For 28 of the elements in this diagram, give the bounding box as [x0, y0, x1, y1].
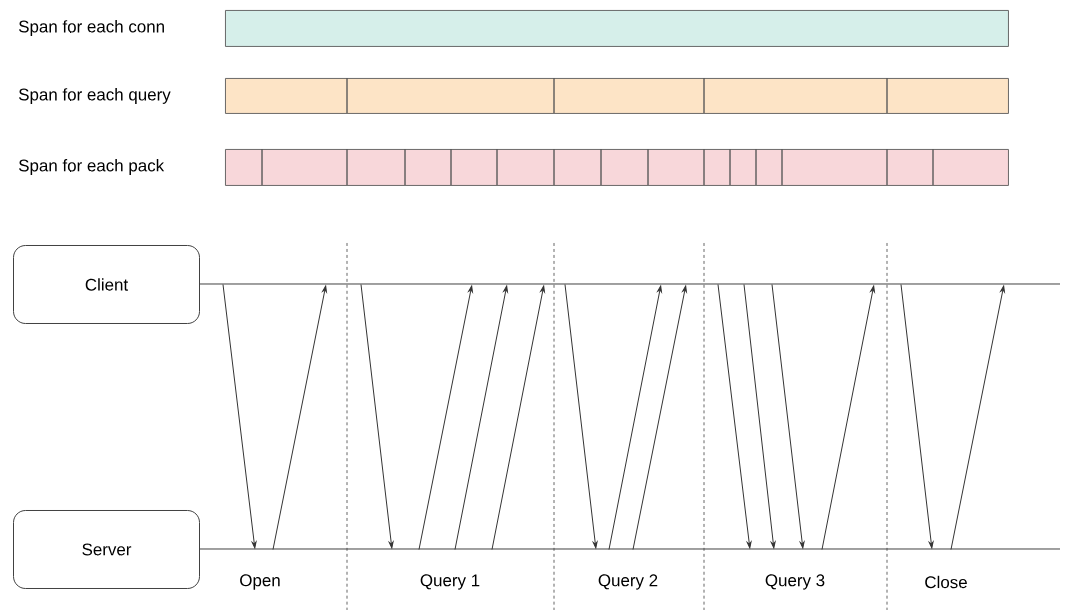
message-arrow: [821, 285, 875, 550]
message-arrow: [222, 284, 257, 549]
message-arrow: [717, 284, 752, 549]
message-arrow: [272, 285, 327, 550]
message-arrow: [900, 284, 934, 549]
message-arrow: [360, 284, 394, 549]
span-bar: [225, 148, 1009, 186]
span-bar: [225, 10, 1009, 47]
phase-label: Open: [240, 574, 280, 590]
message-arrow: [454, 285, 508, 550]
phase-label: Close: [925, 575, 967, 589]
phase-label: Query 2: [598, 574, 658, 590]
span-bar: [225, 77, 1009, 114]
participant-box: Client: [13, 245, 200, 324]
row-label: Span for each conn: [18, 20, 164, 36]
row-label: Span for each query: [18, 88, 171, 104]
row-label: Span for each pack: [18, 159, 165, 175]
message-arrow: [771, 284, 805, 549]
message-arrow: [418, 285, 473, 550]
participant-box: Server: [13, 510, 200, 589]
phase-label: Query 3: [765, 574, 825, 590]
message-arrow: [950, 285, 1005, 550]
phase-label: Query 1: [420, 574, 480, 590]
message-arrow: [564, 284, 598, 549]
message-arrow: [491, 285, 545, 550]
message-arrow: [743, 284, 776, 549]
message-arrow: [608, 285, 662, 550]
message-arrow: [632, 285, 687, 550]
